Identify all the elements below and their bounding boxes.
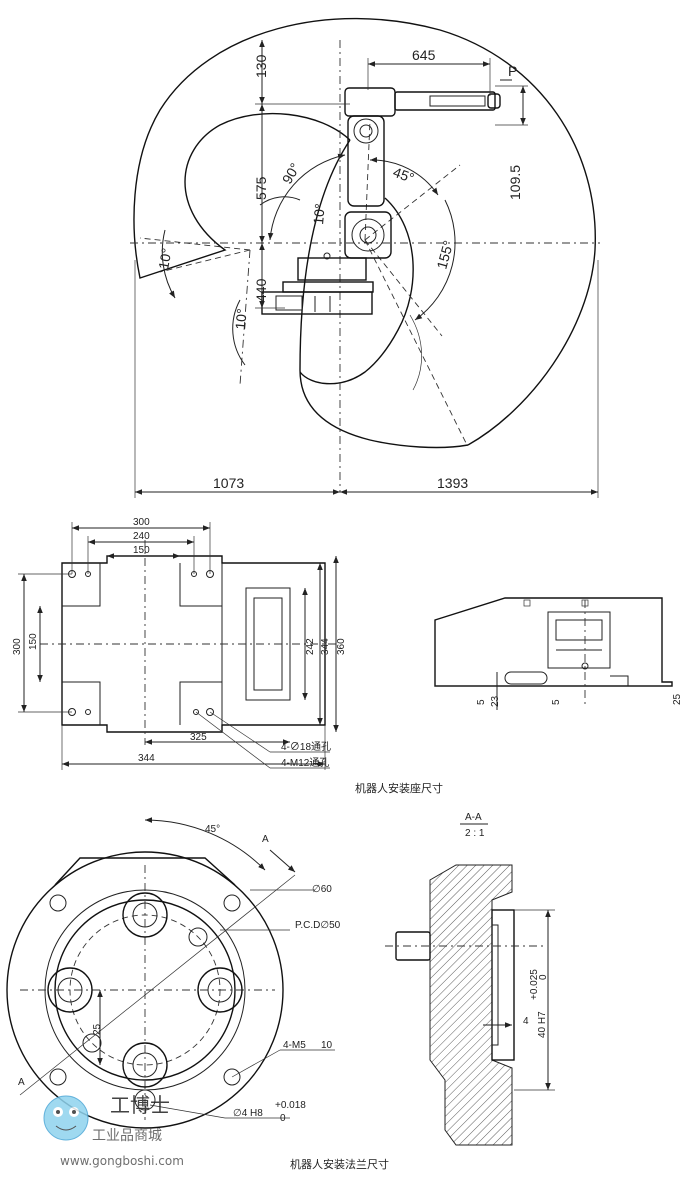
dim-325: 325 — [190, 732, 207, 743]
hole-18-through: 4-∅18通孔 — [281, 741, 331, 753]
dim-300-width: 300 — [133, 517, 150, 528]
angle-10-mid: 10° — [310, 203, 328, 225]
dim-1073: 1073 — [213, 475, 244, 491]
section-label-a-bottom: A — [18, 1077, 25, 1088]
hole-m12-through: 4-M12通孔 — [281, 757, 329, 769]
dim-344-vertical: 344 — [320, 638, 331, 655]
section-h7: 40 H7 — [537, 1011, 548, 1038]
flange-m5-depth: 10 — [321, 1040, 333, 1051]
dim-645: 645 — [412, 47, 436, 63]
dim-360: 360 — [336, 638, 347, 655]
section-label-a-top: A — [262, 834, 269, 845]
side-dim-5-right: 5 — [551, 699, 562, 705]
flange-dia-60: ∅60 — [312, 884, 332, 895]
dim-150-width: 150 — [133, 545, 150, 556]
flange-m5: 4-M5 — [283, 1040, 306, 1051]
side-dim-23: 23 — [490, 695, 501, 707]
section-title: A-A — [465, 812, 482, 823]
section-h7-tol-lower: 0 — [538, 974, 549, 980]
base-plate-view: 300 240 150 300 150 242 344 360 325 344 … — [12, 517, 443, 795]
flange-angle-45: 45° — [205, 824, 220, 835]
flange-h8: ∅4 H8 — [233, 1108, 263, 1119]
dim-440: 440 — [253, 278, 269, 302]
watermark: 工博士 工业品商城 www.gongboshi.com — [43, 1093, 184, 1168]
dim-130: 130 — [253, 54, 269, 78]
dim-575: 575 — [253, 176, 269, 200]
side-dim-25: 25 — [672, 693, 683, 705]
workspace-view: 645 P 130 575 440 109.5 90° 45° 155° 10°… — [130, 17, 600, 498]
flange-dim-25: 25 — [92, 1023, 103, 1035]
dim-150-height: 150 — [28, 633, 39, 650]
dim-240: 240 — [133, 531, 150, 542]
dim-242: 242 — [305, 638, 316, 655]
section-dim-4: 4 — [523, 1016, 529, 1027]
angle-155: 155° — [433, 239, 456, 271]
side-dim-5-left: 5 — [476, 699, 487, 705]
base-side-view: 5 23 5 25 — [434, 597, 683, 710]
section-h7-tol-upper: +0.025 — [529, 969, 540, 1000]
dim-300-height: 300 — [12, 638, 23, 655]
angle-10-bottom: 10° — [232, 308, 250, 330]
flange-view: 45° A A ∅60 P.C.D∅50 25 4-M5 10 ∅4 H8 +0… — [6, 817, 341, 1129]
watermark-cn: 工业品商城 — [92, 1128, 162, 1144]
watermark-logo: 工博士 — [110, 1093, 170, 1117]
angle-10-left: 10° — [155, 247, 174, 271]
watermark-url: www.gongboshi.com — [60, 1154, 184, 1168]
flange-pcd-50: P.C.D∅50 — [295, 920, 341, 931]
label-p: P — [508, 63, 517, 79]
base-caption: 机器人安装座尺寸 — [355, 781, 443, 795]
flange-caption: 机器人安装法兰尺寸 — [290, 1157, 389, 1171]
dim-344-horizontal: 344 — [138, 753, 155, 764]
flange-h8-tol-lower: 0 — [280, 1113, 286, 1124]
angle-45: 45° — [391, 164, 416, 186]
mascot-icon — [43, 1095, 89, 1141]
flange-h8-tol-upper: +0.018 — [275, 1100, 306, 1111]
robot-arm — [261, 87, 501, 315]
section-scale: 2 : 1 — [465, 828, 485, 839]
dim-109-5: 109.5 — [507, 165, 523, 200]
section-aa-view: A-A 2 : 1 40 H7 +0.025 0 4 机器人安装法兰尺寸 — [290, 812, 555, 1171]
workspace-envelope — [133, 17, 596, 446]
dim-1393: 1393 — [437, 475, 468, 491]
angle-90: 90° — [279, 160, 303, 186]
